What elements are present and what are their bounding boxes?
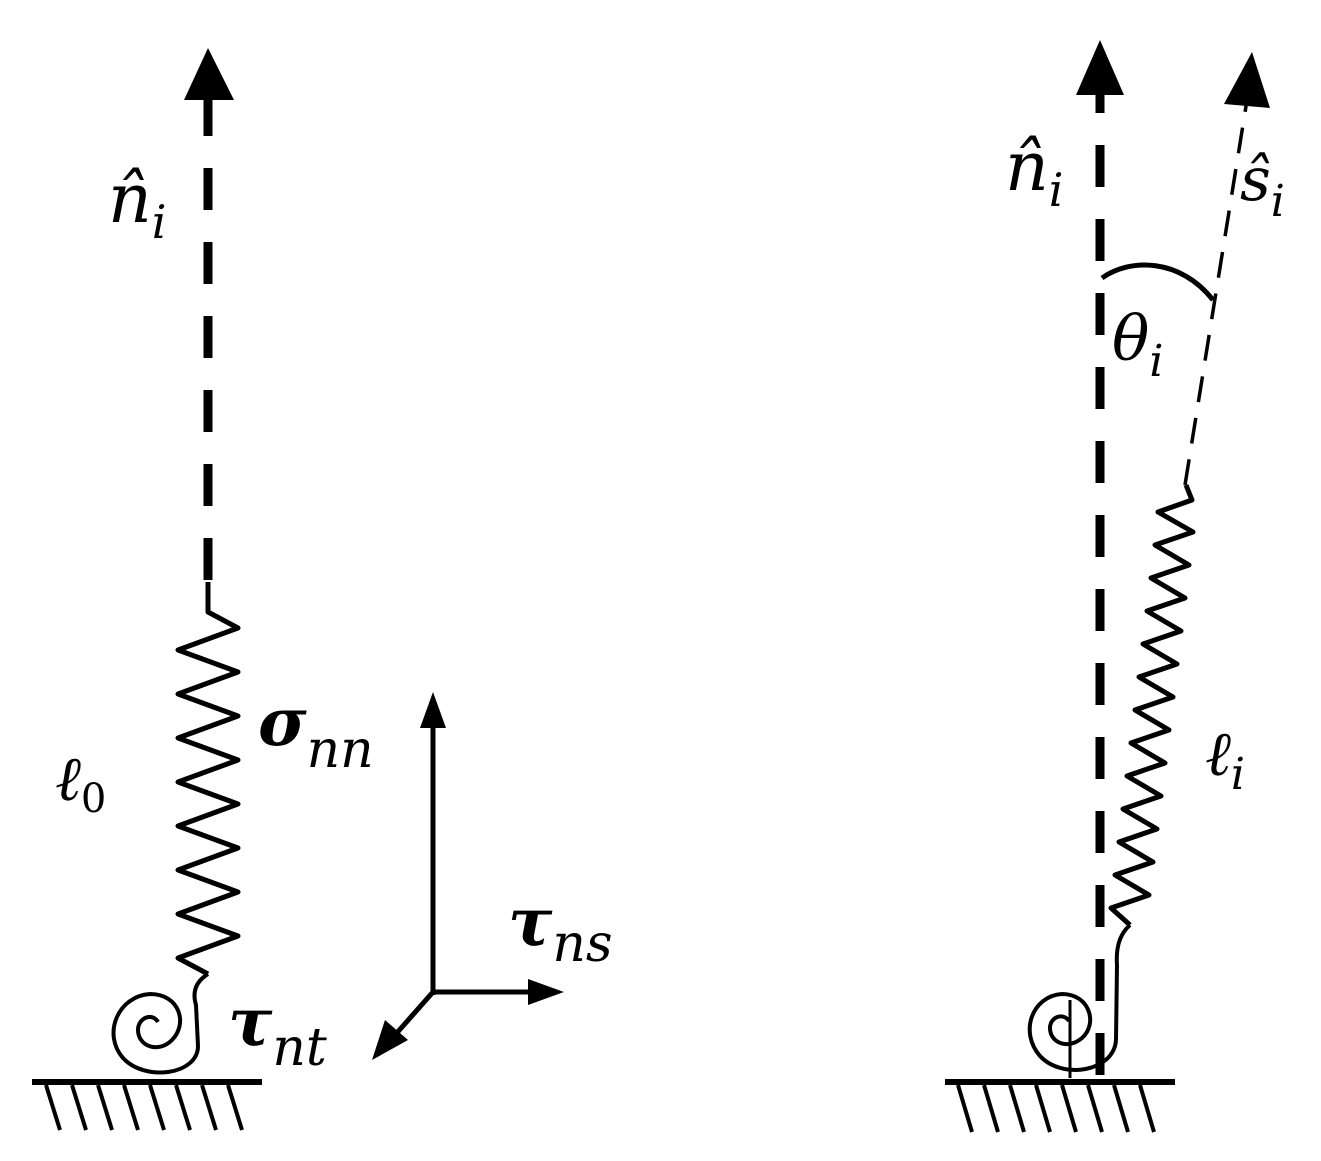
tau-nt-axis [393, 990, 435, 1037]
tau-nt-label: τnt [228, 983, 327, 1078]
left-normal-arrowhead [184, 48, 234, 100]
left-torsion-spiral [111, 991, 200, 1075]
tau-nt-arrowhead [372, 1020, 408, 1060]
right-spring-direction-arrowhead [1224, 52, 1270, 108]
theta-label: θi [1112, 302, 1163, 387]
right-normal-label: n̂i [1005, 128, 1064, 217]
right-spring [1108, 484, 1196, 927]
right-spring-connector [1114, 923, 1132, 1041]
right-spring-direction-vector [1183, 99, 1249, 486]
right-length-label: ℓi [1205, 717, 1245, 800]
right-torsion-spiral [1027, 991, 1118, 1072]
sigma-nn-label: σnn [258, 683, 374, 780]
right-panel: n̂i ŝi θi ℓi [945, 40, 1285, 1133]
right-ground-hatch [956, 1084, 1156, 1133]
right-spring-direction-label: ŝi [1240, 145, 1285, 227]
left-rest-length-label: ℓ0 [55, 742, 106, 822]
tau-ns-arrowhead [528, 979, 564, 1005]
tau-ns-label: τns [508, 883, 613, 974]
theta-arc [1100, 262, 1215, 302]
sigma-nn-arrowhead [420, 692, 446, 728]
right-normal-arrowhead [1076, 40, 1124, 95]
left-spring-connector [192, 972, 210, 1047]
left-spring [175, 582, 241, 977]
left-normal-label: n̂i [108, 160, 167, 249]
left-panel: n̂i ℓ0 σ [32, 48, 613, 1131]
left-ground-hatch [44, 1084, 244, 1131]
